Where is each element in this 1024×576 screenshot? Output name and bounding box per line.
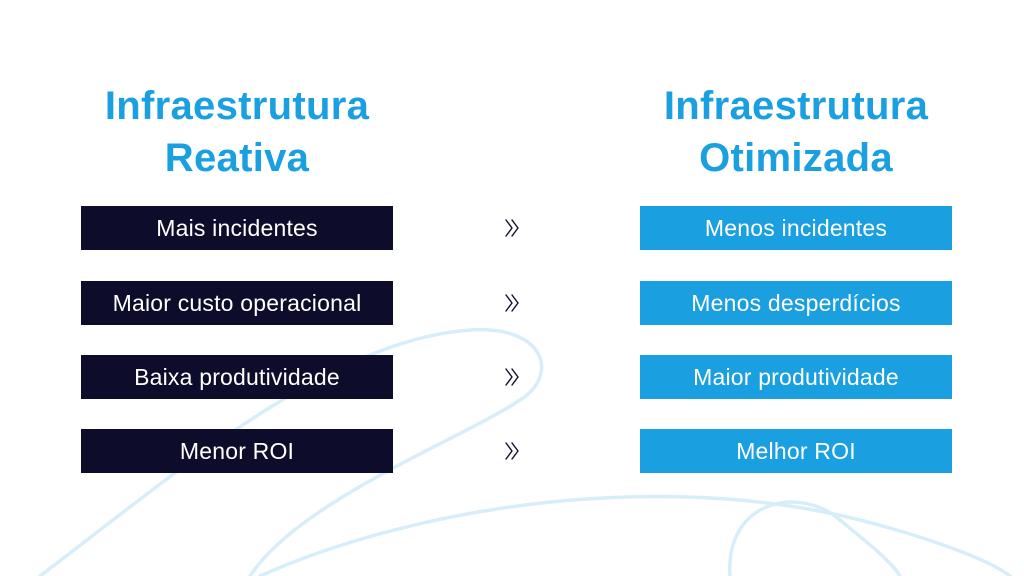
reactive-item-higher-operational-cost: Maior custo operacional	[81, 281, 393, 325]
double-chevron-right-icon	[505, 368, 519, 386]
optimized-item-higher-productivity: Maior produtividade	[640, 355, 952, 399]
reactive-infrastructure-title: Infraestrutura Reativa	[67, 80, 407, 184]
title-line-2: Reativa	[164, 136, 310, 180]
optimized-item-better-roi: Melhor ROI	[640, 429, 952, 473]
optimized-item-less-waste: Menos desperdícios	[640, 281, 952, 325]
double-chevron-right-icon	[505, 442, 519, 460]
title-line-2: Otimizada	[699, 136, 893, 180]
title-line-1: Infraestrutura	[104, 84, 370, 128]
double-chevron-right-icon	[505, 219, 519, 237]
optimized-infrastructure-title: Infraestrutura Otimizada	[626, 80, 966, 184]
reactive-item-lower-roi: Menor ROI	[81, 429, 393, 473]
double-chevron-right-icon	[505, 294, 519, 312]
reactive-item-low-productivity: Baixa produtividade	[81, 355, 393, 399]
title-line-1: Infraestrutura	[663, 84, 929, 128]
optimized-item-fewer-incidents: Menos incidentes	[640, 206, 952, 250]
reactive-item-more-incidents: Mais incidentes	[81, 206, 393, 250]
